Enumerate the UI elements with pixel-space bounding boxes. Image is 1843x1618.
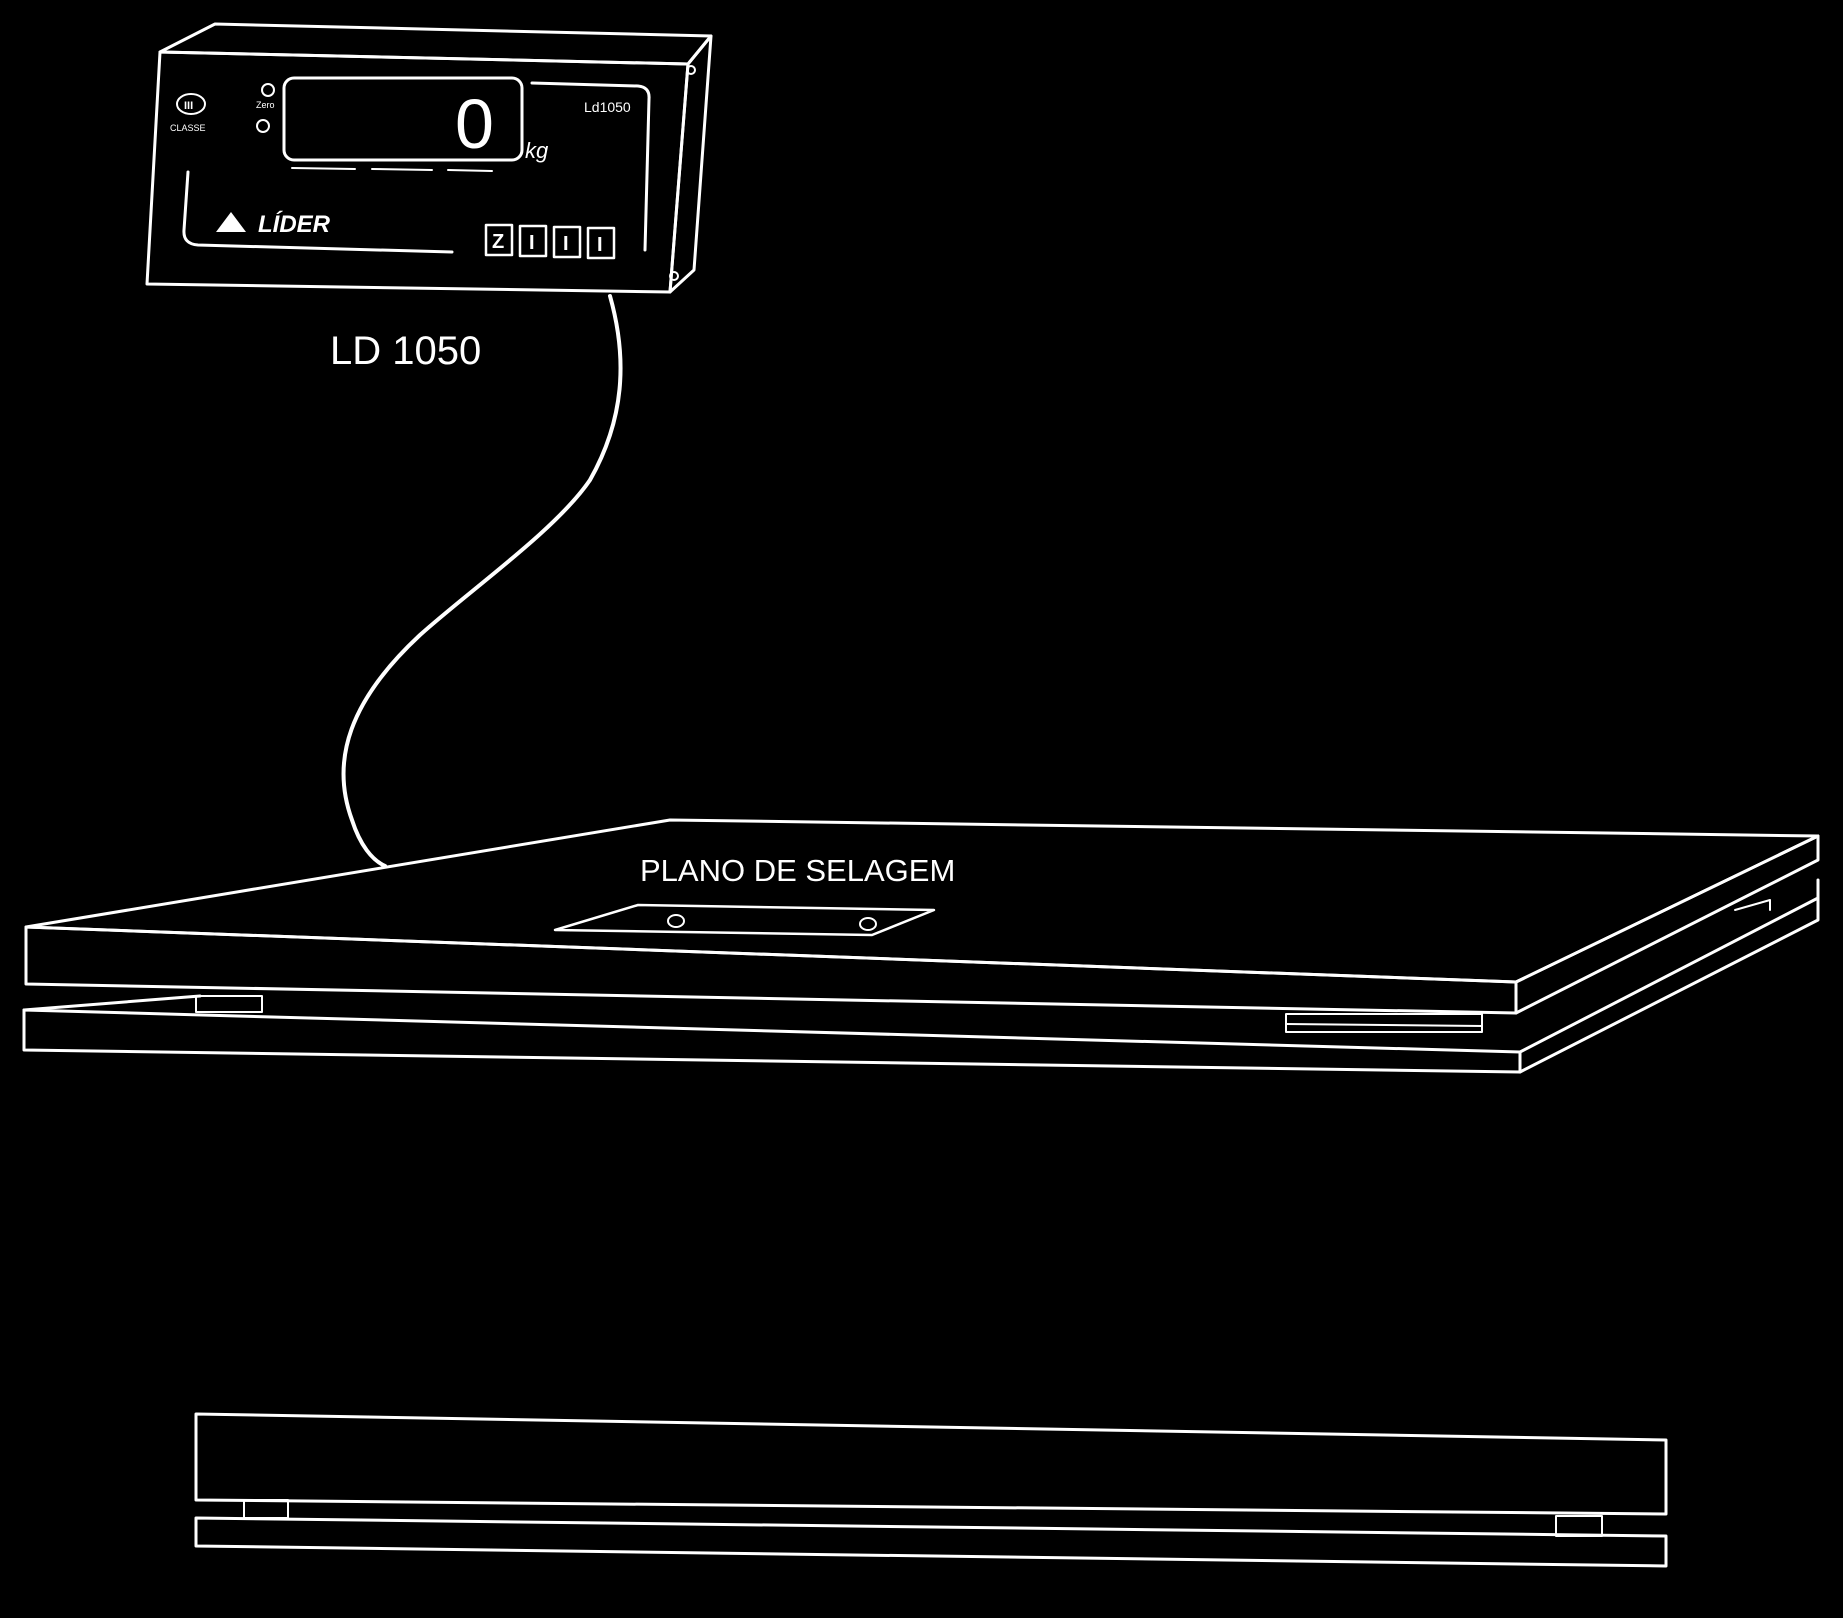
connection-cable <box>341 294 623 868</box>
platform-side-view <box>194 1412 1668 1568</box>
key-1-label: I <box>529 232 535 254</box>
spec-strip-2 <box>371 168 433 171</box>
key-2 <box>552 225 582 259</box>
side-view-base <box>194 1516 1668 1568</box>
spec-strip-1 <box>291 167 356 170</box>
platform-side-face <box>1514 834 1820 1015</box>
load-cell-right <box>1285 1013 1483 1033</box>
platform-top-surface <box>24 818 1820 984</box>
key-z <box>484 223 514 257</box>
panel-frame-lower <box>182 170 454 254</box>
weighing-platform <box>22 818 1820 1074</box>
side-view-foot-right <box>1555 1515 1603 1537</box>
mount-knob-top <box>686 65 696 75</box>
load-cell-left <box>195 995 263 1013</box>
unit-indicator-light <box>256 119 270 133</box>
brand-logo-text: LÍDER <box>258 210 331 238</box>
base-frame-top-edge <box>22 994 202 1012</box>
indicator-side-face <box>668 34 713 294</box>
key-2-label: I <box>563 233 569 255</box>
load-cell-right-detail <box>1285 1023 1483 1027</box>
class-label: CLASSE <box>170 123 206 133</box>
load-cell-back <box>1734 899 1771 911</box>
spec-strip-3 <box>447 169 493 172</box>
indicator-front-face <box>145 50 690 294</box>
class-badge-icon <box>176 93 206 115</box>
base-frame-front <box>22 1008 1522 1074</box>
base-frame-side <box>1518 896 1820 1074</box>
seal-screw-left <box>667 914 685 928</box>
side-view-foot-left <box>243 1499 289 1519</box>
key-1 <box>518 224 548 258</box>
seal-screw-right <box>859 917 877 931</box>
panel-frame <box>530 81 651 252</box>
zero-label: Zero <box>256 100 275 110</box>
indicator-model-label: LD 1050 <box>330 329 481 373</box>
brand-logo-icon <box>216 212 246 232</box>
display-unit: kg <box>525 138 549 163</box>
lcd-display <box>282 76 524 162</box>
sealing-plate <box>553 903 936 937</box>
key-3 <box>586 226 616 260</box>
class-mark: III <box>184 100 193 112</box>
key-z-label: Z <box>492 231 504 253</box>
sealing-plane-label: PLANO DE SELAGEM <box>640 853 955 888</box>
platform-front-face <box>24 925 1518 1015</box>
keypad <box>484 223 616 260</box>
key-3-label: I <box>597 234 603 256</box>
zero-indicator-light <box>261 83 275 97</box>
display-reading: 0 <box>455 85 494 163</box>
side-view-deck <box>194 1412 1668 1516</box>
model-badge: Ld1050 <box>584 99 631 115</box>
mount-knob-bottom <box>669 271 679 281</box>
weight-indicator <box>145 22 713 294</box>
indicator-top-face <box>158 22 713 66</box>
